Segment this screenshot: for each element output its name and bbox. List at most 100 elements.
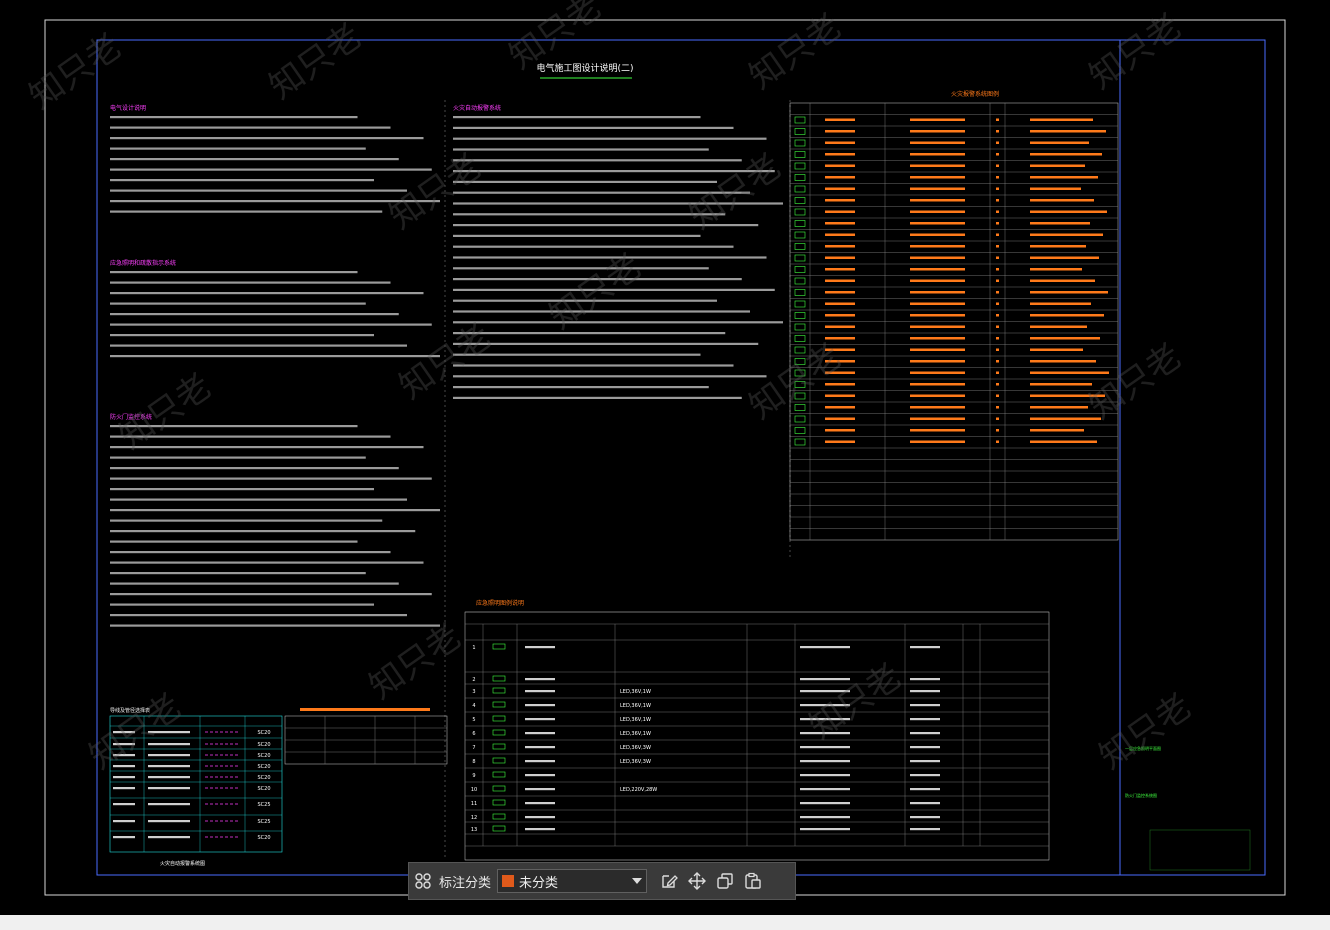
em-row-number: 6 [472, 731, 475, 737]
cable-code: SC20 [257, 835, 270, 841]
text-line [453, 310, 750, 313]
legend-qty [996, 245, 999, 248]
text-line [110, 302, 366, 305]
em-row-number: 1 [472, 645, 475, 651]
legend-qty [996, 153, 999, 156]
legend-spec [910, 406, 965, 409]
legend-symbol [794, 254, 806, 262]
em-name [525, 828, 555, 831]
em-install [800, 816, 850, 819]
em-name [525, 678, 555, 681]
legend-symbol [794, 289, 806, 296]
legend-qty [996, 348, 999, 351]
legend-name [825, 440, 855, 443]
text-line [110, 435, 391, 438]
em-install [800, 704, 850, 707]
move-icon[interactable] [683, 867, 711, 895]
category-dropdown[interactable]: 未分类 [497, 869, 648, 893]
legend-symbol [794, 346, 806, 354]
legend-name [825, 325, 855, 328]
em-row-number: 13 [471, 827, 477, 833]
legend-symbol [794, 427, 806, 434]
legend-symbol [794, 369, 806, 377]
em-name [525, 802, 555, 805]
em-install [800, 690, 850, 693]
legend-name [825, 348, 855, 351]
em-row-number: 4 [472, 703, 475, 709]
text-line [110, 323, 432, 326]
legend-name [825, 302, 855, 305]
em-name [525, 816, 555, 819]
legend-symbol [794, 162, 806, 170]
em-symbol [492, 757, 506, 764]
title-block-stamp [1149, 829, 1251, 871]
text-line [110, 593, 432, 596]
em-spec: LED,36V,1W [620, 689, 651, 695]
legend-symbol [794, 392, 806, 400]
paste-icon[interactable] [739, 867, 767, 895]
legend-note [1030, 245, 1086, 248]
text-line [453, 364, 734, 367]
em-remark [910, 704, 940, 707]
legend-spec [910, 210, 965, 213]
text-line [110, 168, 432, 171]
chevron-down-icon [632, 878, 643, 884]
edit-annotation-icon[interactable] [655, 867, 683, 895]
legend-symbol [794, 381, 806, 388]
text-line [453, 256, 767, 259]
legend-spec [910, 233, 965, 236]
heading-fire-legend: 火灾报警系统图例 [951, 90, 999, 98]
text-line [110, 488, 374, 491]
conduit-table-title [300, 708, 430, 711]
em-remark [910, 718, 940, 721]
legend-note [1030, 394, 1105, 397]
copy-icon[interactable] [711, 867, 739, 895]
text-line [110, 582, 399, 585]
legend-qty [996, 360, 999, 363]
text-line [453, 180, 717, 183]
cable-spec [148, 803, 190, 806]
legend-spec [910, 429, 965, 432]
legend-note [1030, 222, 1090, 225]
legend-name [825, 233, 855, 236]
text-line [110, 446, 424, 449]
legend-name [825, 164, 855, 167]
cable-spec [148, 787, 190, 790]
legend-spec [910, 314, 965, 317]
legend-name [825, 429, 855, 432]
text-line [110, 313, 399, 316]
legend-note [1030, 314, 1104, 317]
em-install [800, 678, 850, 681]
legend-name [825, 268, 855, 271]
legend-note [1030, 371, 1109, 374]
fire-alarm-legend-table [789, 102, 1119, 541]
em-symbol [492, 799, 506, 806]
em-remark [910, 746, 940, 749]
cable-spec [148, 776, 190, 779]
legend-note [1030, 199, 1094, 202]
text-line [110, 344, 407, 347]
legend-name [825, 371, 855, 374]
heading-emergency: 应急照明和疏散指示系统 [110, 259, 176, 267]
cable-spec [148, 754, 190, 757]
legend-symbol [794, 174, 806, 181]
grid-icon[interactable] [409, 867, 437, 895]
legend-spec [910, 187, 965, 190]
em-remark [910, 828, 940, 831]
em-remark [910, 690, 940, 693]
legend-name [825, 141, 855, 144]
text-line [453, 245, 734, 248]
watermark-text: 知只老 [22, 26, 128, 117]
cable-name [113, 765, 135, 768]
em-symbol [492, 743, 506, 750]
legend-symbol [794, 404, 806, 411]
legend-spec [910, 199, 965, 202]
em-row-number: 3 [472, 689, 475, 695]
legend-note [1030, 406, 1088, 409]
legend-qty [996, 314, 999, 317]
watermark-text: 知只老 [1082, 336, 1188, 427]
em-name [525, 788, 555, 791]
text-line [110, 116, 358, 119]
legend-symbol [794, 231, 806, 239]
